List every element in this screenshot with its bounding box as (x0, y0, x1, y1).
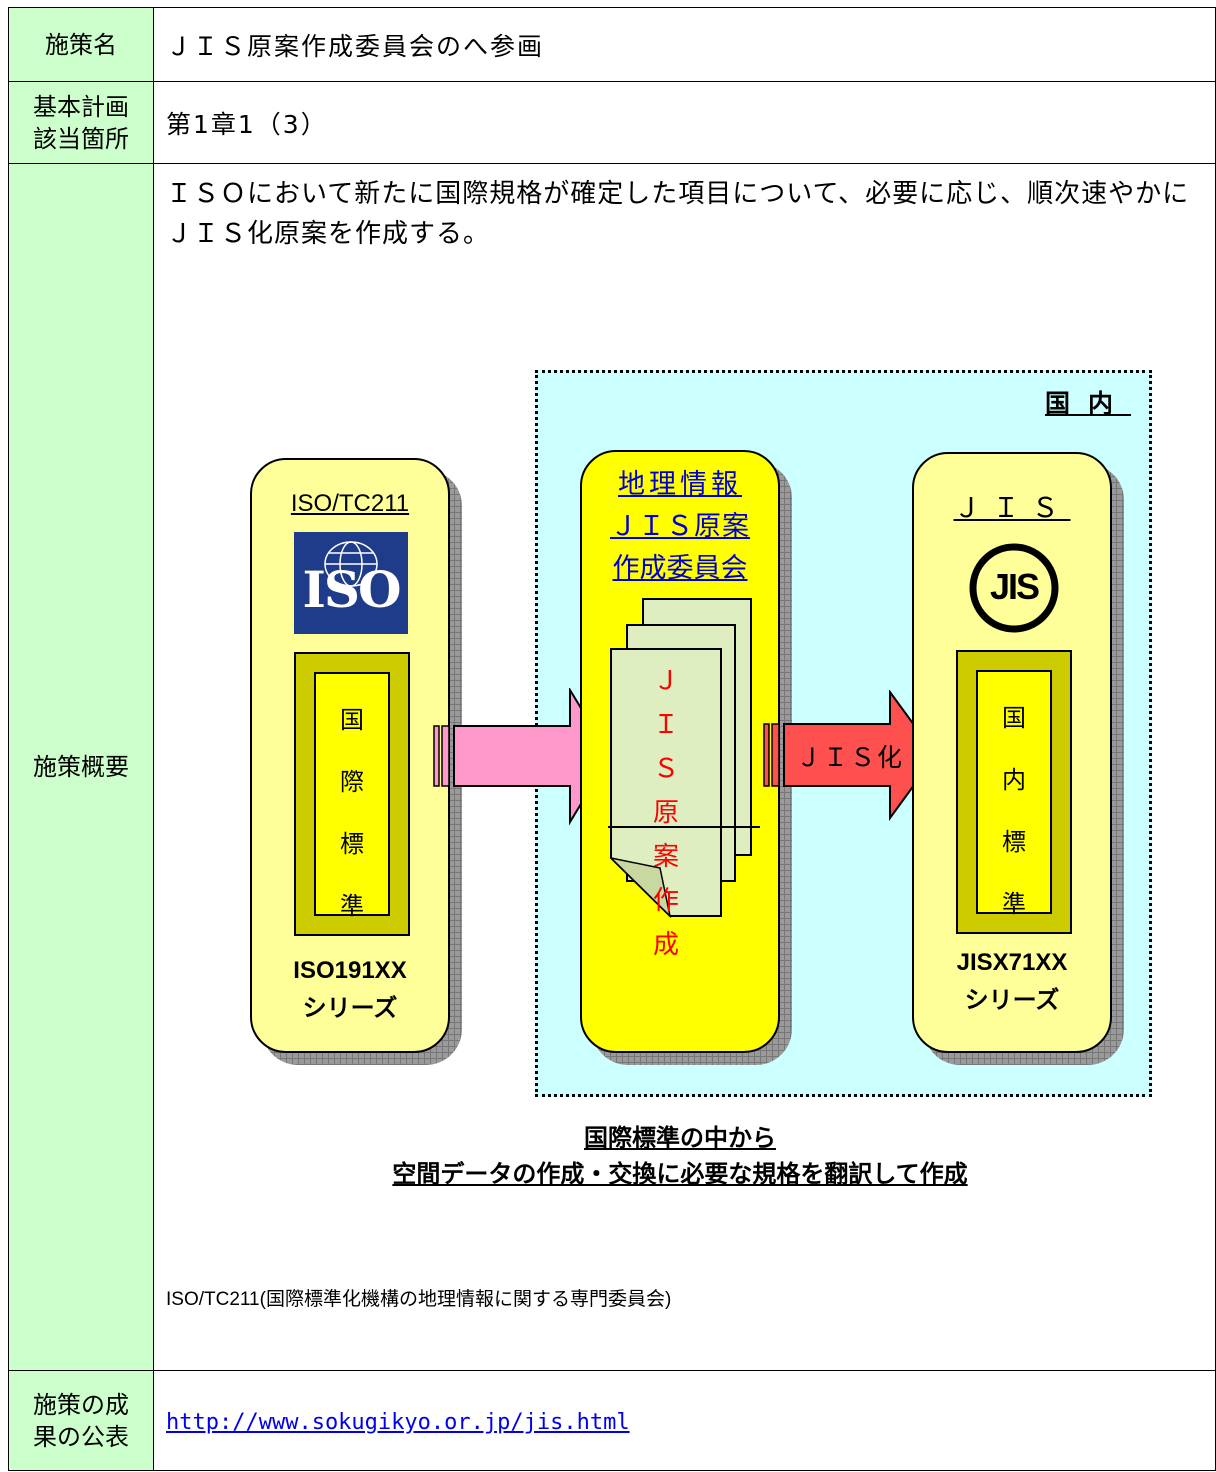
value-policy-name: ＪＩＳ原案作成委員会のへ参画 (153, 7, 1216, 82)
committee-title-line: 地理情報 (618, 469, 742, 500)
document-front (610, 648, 722, 918)
jis-logo-icon (969, 543, 1059, 633)
label-publication: 施策の成 果の公表 (8, 1370, 154, 1471)
iso-standard-frame: 国 際 標 準 (294, 652, 410, 936)
jis-series-label: シリーズ (964, 987, 1060, 1014)
committee-title-line: 作成委員会 (612, 553, 748, 584)
value-plan-reference: 第1章1（3） (153, 81, 1216, 164)
jis-series-code: JISX71XX (956, 949, 1068, 976)
document-char: 原 (652, 798, 679, 828)
committee-card: 地理情報 ＪＩＳ原案 作成委員会 Ｊ Ｉ Ｓ 原 案 作 成 (580, 450, 780, 1053)
iso-title: ISO/TC211 (290, 490, 410, 517)
jis-standard-box: 国 内 標 準 (976, 670, 1052, 918)
jis-standard-char: 準 (1002, 890, 1026, 918)
jis-logo: JIS (968, 542, 1060, 634)
iso-logo: ISO (294, 532, 408, 634)
row-publication: 施策の成 果の公表 http://www.sokugikyo.or.jp/jis… (8, 1370, 1216, 1471)
overview-footnote: ISO/TC211(国際標準化機構の地理情報に関する専門委員会) (166, 1289, 672, 1310)
overview-text: ＩＳＯにおいて新たに国際規格が確定した項目について、必要に応じ、順次速やかにＪＩ… (166, 179, 1190, 249)
jis-arrow-label: ＪＩＳ化 (795, 743, 904, 772)
iso-standard-char: 準 (340, 892, 364, 920)
document-text: Ｊ Ｉ Ｓ 原 案 作 成 (610, 660, 722, 968)
committee-bottom-rule (608, 826, 760, 828)
document-char: 作 (652, 886, 679, 916)
document-char: 案 (652, 842, 679, 872)
document-char: Ｊ (652, 666, 679, 696)
document-char: Ｓ (652, 754, 679, 784)
diagram-caption-line2: 空間データの作成・交換に必要な規格を翻訳して作成 (392, 1160, 968, 1188)
jis-logo-text: JIS (989, 566, 1040, 607)
publication-link[interactable]: http://www.sokugikyo.or.jp/jis.html (166, 1410, 630, 1435)
row-policy-name: 施策名 ＪＩＳ原案作成委員会のへ参画 (8, 7, 1216, 82)
label-overview: 施策概要 (8, 163, 154, 1371)
row-plan-reference: 基本計画 該当箇所 第1章1（3） (8, 81, 1216, 164)
iso-standard-box: 国 際 標 準 (314, 672, 390, 920)
jis-standard-char: 国 (1002, 704, 1026, 732)
value-publication: http://www.sokugikyo.or.jp/jis.html (153, 1370, 1216, 1471)
committee-title-line: ＪＩＳ原案 (610, 511, 750, 542)
document-char: 成 (652, 930, 679, 960)
iso-series-code: ISO191XX (293, 957, 407, 984)
red-arrow (763, 690, 938, 822)
label-plan-reference: 基本計画 該当箇所 (8, 81, 154, 164)
jis-title: ＪＩＳ (953, 493, 1071, 524)
iso-series-label: シリーズ (302, 995, 398, 1022)
label-publication-text: 施策の成 果の公表 (33, 1390, 129, 1451)
jis-standard-frame: 国 内 標 準 (956, 650, 1072, 934)
domestic-label: 国内 (1045, 389, 1132, 418)
label-plan-reference-text: 基本計画 該当箇所 (33, 92, 129, 153)
iso-standard-char: 標 (340, 830, 364, 858)
iso-card: ISO/TC211 ISO 国 際 標 準 ISO191XX シリーズ (250, 458, 450, 1053)
iso-standard-char: 国 (340, 706, 364, 734)
iso-standard-char: 際 (340, 768, 364, 796)
jis-standard-char: 標 (1002, 828, 1026, 856)
jis-standard-char: 内 (1002, 766, 1026, 794)
diagram-caption-line1: 国際標準の中から (584, 1124, 776, 1152)
iso-logo-text: ISO (302, 560, 401, 619)
jis-card: ＪＩＳ JIS 国 内 標 準 JISX71XX シリーズ (912, 452, 1112, 1053)
globe-icon (324, 541, 378, 587)
label-policy-name: 施策名 (8, 7, 154, 82)
document-char: Ｉ (652, 710, 679, 740)
